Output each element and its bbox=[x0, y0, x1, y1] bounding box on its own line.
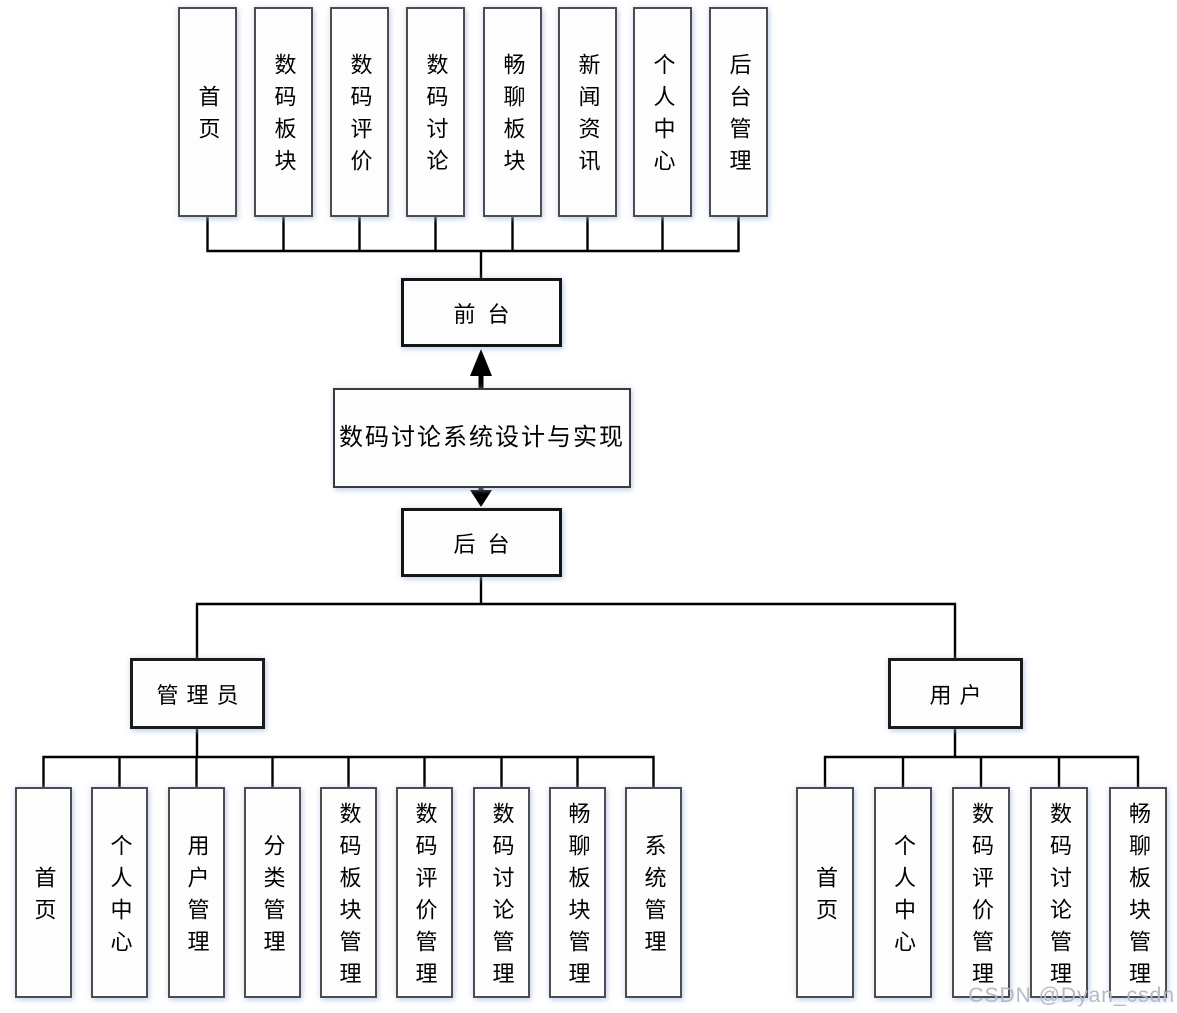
node-user-chat-board-mgmt: 畅聊板块管理 bbox=[1109, 787, 1167, 998]
node-admin-personal-center: 个人中心 bbox=[91, 787, 148, 998]
node-admin-digital-review-mgmt: 数码评价管理 bbox=[396, 787, 453, 998]
node-front-home: 首页 bbox=[178, 7, 237, 217]
node-front-digital-board: 数码板块 bbox=[254, 7, 313, 217]
node-front: 前台 bbox=[401, 278, 562, 347]
node-back-label: 后台 bbox=[453, 531, 522, 557]
node-admin-system-mgmt: 系统管理 bbox=[625, 787, 682, 998]
node-user-digital-discussion-mgmt: 数码讨论管理 bbox=[1030, 787, 1088, 998]
node-front-digital-review-label: 数码评价 bbox=[347, 53, 373, 181]
node-front-backend-mgmt: 后台管理 bbox=[709, 7, 768, 217]
node-front-digital-discussion: 数码讨论 bbox=[406, 7, 465, 217]
node-user-home-label: 首页 bbox=[813, 865, 838, 930]
node-admin-digital-discussion-mgmt: 数码讨论管理 bbox=[473, 787, 530, 998]
node-admin-system-mgmt-label: 系统管理 bbox=[641, 833, 667, 962]
node-front-digital-review: 数码评价 bbox=[330, 7, 389, 217]
node-admin-digital-board-mgmt: 数码板块管理 bbox=[320, 787, 377, 998]
node-front-home-label: 首页 bbox=[195, 85, 221, 149]
node-front-news: 新闻资讯 bbox=[558, 7, 617, 217]
watermark: CSDN @Dyan_csdn bbox=[968, 984, 1175, 1007]
node-admin-chat-board-mgmt: 畅聊板块管理 bbox=[549, 787, 606, 998]
node-user-digital-discussion-mgmt-label: 数码讨论管理 bbox=[1047, 801, 1072, 994]
node-user-digital-review-mgmt: 数码评价管理 bbox=[952, 787, 1010, 998]
back-to-roles-connectors bbox=[195, 577, 957, 658]
admin-children-connectors bbox=[42, 729, 655, 787]
arrow-up-shaft bbox=[478, 373, 484, 389]
node-admin-label: 管理员 bbox=[156, 682, 247, 708]
node-user-digital-review-mgmt-label: 数码评价管理 bbox=[969, 801, 994, 994]
node-front-digital-discussion-label: 数码讨论 bbox=[423, 53, 449, 181]
node-title: 数码讨论系统设计与实现 bbox=[333, 388, 631, 488]
node-admin-home: 首页 bbox=[15, 787, 72, 998]
node-user-label: 用户 bbox=[929, 682, 990, 708]
node-admin-personal-center-label: 个人中心 bbox=[107, 833, 133, 962]
node-back: 后台 bbox=[401, 508, 562, 577]
node-user-personal-center: 个人中心 bbox=[874, 787, 932, 998]
user-children-connectors bbox=[823, 729, 1140, 787]
node-front-label: 前台 bbox=[453, 301, 522, 327]
node-admin-user-mgmt-label: 用户管理 bbox=[184, 833, 210, 962]
node-admin-digital-board-mgmt-label: 数码板块管理 bbox=[336, 801, 362, 994]
front-connectors bbox=[206, 217, 740, 278]
node-admin-chat-board-mgmt-label: 畅聊板块管理 bbox=[565, 801, 591, 994]
node-front-personal-center: 个人中心 bbox=[633, 7, 692, 217]
connector-paths bbox=[42, 217, 1140, 787]
node-front-news-label: 新闻资讯 bbox=[575, 53, 601, 181]
node-user-home: 首页 bbox=[796, 787, 854, 998]
node-admin-category-mgmt: 分类管理 bbox=[244, 787, 301, 998]
node-admin-digital-discussion-mgmt-label: 数码讨论管理 bbox=[489, 801, 515, 994]
node-user: 用户 bbox=[888, 658, 1023, 729]
node-front-personal-center-label: 个人中心 bbox=[650, 53, 676, 181]
node-front-backend-mgmt-label: 后台管理 bbox=[726, 53, 752, 181]
node-user-chat-board-mgmt-label: 畅聊板块管理 bbox=[1126, 801, 1151, 994]
node-admin-category-mgmt-label: 分类管理 bbox=[260, 833, 286, 962]
node-front-digital-board-label: 数码板块 bbox=[271, 53, 297, 181]
node-front-chat-board: 畅聊板块 bbox=[483, 7, 542, 217]
node-admin-home-label: 首页 bbox=[31, 865, 57, 930]
node-admin-user-mgmt: 用户管理 bbox=[168, 787, 225, 998]
node-admin-digital-review-mgmt-label: 数码评价管理 bbox=[412, 801, 438, 994]
arrow-down-shaft bbox=[478, 486, 484, 492]
arrows bbox=[470, 349, 492, 507]
node-admin: 管理员 bbox=[130, 658, 265, 729]
node-title-label: 数码讨论系统设计与实现 bbox=[339, 424, 625, 451]
arrow-down-icon bbox=[470, 490, 492, 507]
arrow-up-icon bbox=[470, 349, 492, 376]
node-front-chat-board-label: 畅聊板块 bbox=[500, 53, 526, 181]
node-user-personal-center-label: 个人中心 bbox=[891, 833, 916, 962]
